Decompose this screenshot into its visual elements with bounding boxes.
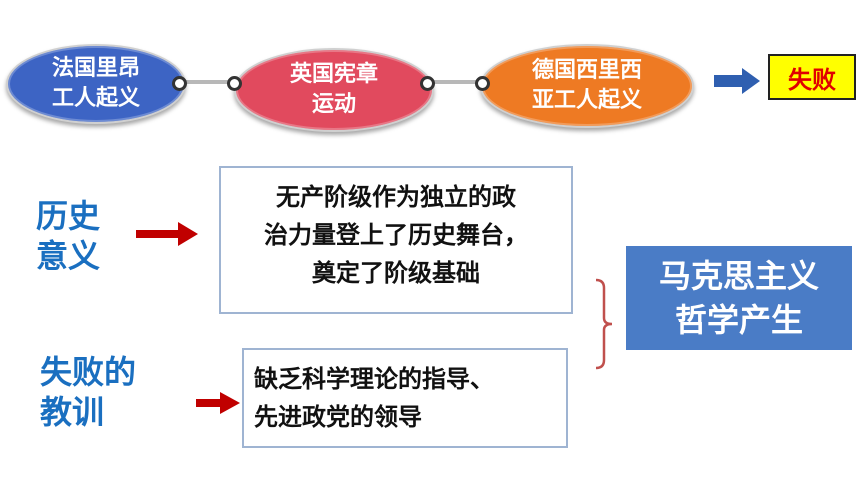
significance-content-box: 无产阶级作为独立的政 治力量登上了历史舞台， 奠定了阶级基础 xyxy=(219,166,573,314)
movement-lyon-line-2: 工人起义 xyxy=(51,86,140,111)
connector-line-1 xyxy=(178,80,240,84)
outcome-label: 失败 xyxy=(788,65,836,94)
blue-arrow-icon xyxy=(714,68,760,94)
lesson-line-1: 缺乏科学理论的指导、 xyxy=(254,365,494,393)
lesson-line-2: 先进政党的领导 xyxy=(254,403,422,431)
significance-label-line-2: 意义 xyxy=(36,237,101,275)
movement-chartist-line-1: 英国宪章 xyxy=(289,62,378,87)
movement-chartist: 英国宪章 运动 xyxy=(234,48,434,132)
significance-line-3: 奠定了阶级基础 xyxy=(312,259,480,287)
movement-lyon-uprising: 法国里昂 工人起义 xyxy=(6,44,186,124)
movement-silesian-uprising: 德国西里西 亚工人起义 xyxy=(480,44,694,128)
red-arrow-icon xyxy=(136,222,198,246)
lesson-label-line-1: 失败的 xyxy=(40,353,137,391)
result-line-2: 哲学产生 xyxy=(674,301,803,339)
lesson-content-box: 缺乏科学理论的指导、 先进政党的领导 xyxy=(242,348,568,448)
connector-dot-2 xyxy=(227,76,242,91)
significance-line-1: 无产阶级作为独立的政 xyxy=(276,183,516,211)
significance-line-2: 治力量登上了历史舞台， xyxy=(264,221,528,249)
significance-label-line-1: 历史 xyxy=(36,197,101,235)
lesson-label-line-2: 教训 xyxy=(40,393,105,431)
lesson-label: 失败的 教训 xyxy=(40,352,136,432)
connector-dot-3 xyxy=(420,76,435,91)
result-box: 马克思主义 哲学产生 xyxy=(626,246,852,350)
connector-line-2 xyxy=(426,80,488,84)
connector-dot-4 xyxy=(475,76,490,91)
significance-label: 历史 意义 xyxy=(36,196,100,276)
result-line-1: 马克思主义 xyxy=(658,257,819,295)
movement-lyon-line-1: 法国里昂 xyxy=(51,56,140,81)
movement-silesian-line-1: 德国西里西 xyxy=(531,58,642,83)
movement-silesian-line-2: 亚工人起义 xyxy=(531,88,642,113)
outcome-fail-box: 失败 xyxy=(768,54,856,100)
red-arrow-icon xyxy=(196,392,240,414)
bracket-icon xyxy=(595,278,613,370)
movement-chartist-line-2: 运动 xyxy=(311,92,356,117)
connector-dot-1 xyxy=(172,76,187,91)
